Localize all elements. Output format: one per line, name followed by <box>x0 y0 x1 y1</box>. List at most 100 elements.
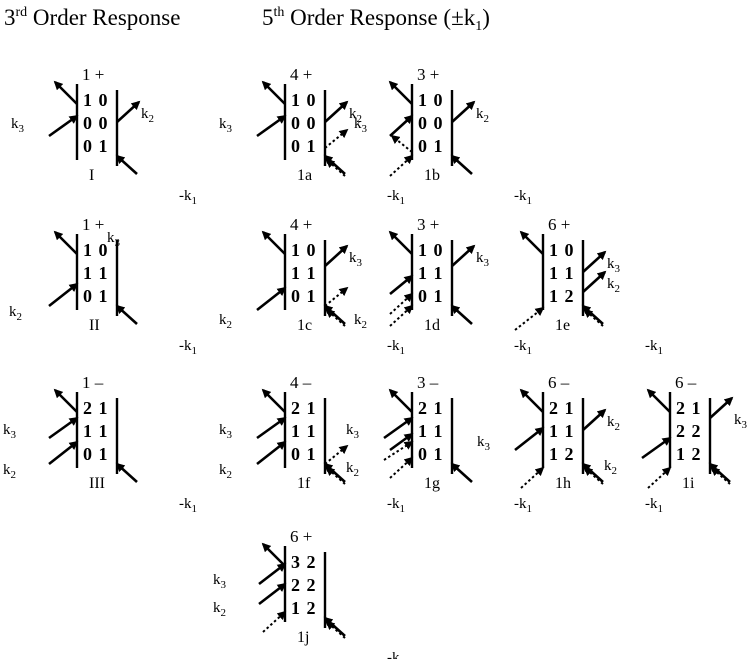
diagram-name: II <box>89 317 100 334</box>
wavevector-label-k3: k3 <box>11 116 25 135</box>
dotted-field-arrow <box>389 154 414 177</box>
field-arrow <box>450 462 473 483</box>
density-row: 0 0 <box>291 113 317 133</box>
order-label: 6 + <box>290 527 312 546</box>
order-label: 1 – <box>82 373 104 392</box>
density-row: 1 0 <box>291 90 317 110</box>
order-label: 3 + <box>417 215 439 234</box>
field-arrow <box>115 462 138 483</box>
wavevector-label-k3: k3 <box>219 422 233 441</box>
dotted-field-arrow <box>389 456 414 479</box>
field-arrow <box>450 154 473 175</box>
density-row: 1 1 <box>549 421 575 441</box>
wavevector-label-k3: k3 <box>219 116 233 135</box>
dotted-field-arrow <box>389 292 414 315</box>
density-row: 3 2 <box>291 552 317 572</box>
field-arrow <box>261 230 286 255</box>
field-arrow <box>261 80 286 105</box>
density-row: 1 2 <box>549 286 575 306</box>
field-arrow <box>261 542 286 567</box>
density-row: 1 0 <box>418 90 444 110</box>
wavevector-label-k2: k2 <box>346 460 359 479</box>
order-label: 1 + <box>82 215 104 234</box>
field-arrow <box>641 436 672 460</box>
density-row: 1 1 <box>418 263 444 283</box>
diagram-name: 1h <box>555 475 571 492</box>
field-arrow <box>646 388 671 413</box>
dotted-field-arrow <box>647 466 672 489</box>
wavevector-label-k3: k3 <box>354 116 368 135</box>
field-arrow <box>389 114 414 137</box>
wavevector-label-k2: k2 <box>604 458 617 477</box>
wavevector-label-k1: -k1 <box>387 650 405 659</box>
diagram-name: 1f <box>297 475 311 492</box>
density-row: 1 1 <box>83 263 109 283</box>
wavevector-label-k2: k2 <box>141 106 154 125</box>
field-arrow <box>519 388 544 413</box>
field-arrow <box>48 416 79 440</box>
order-label: 3 – <box>417 373 439 392</box>
field-arrow <box>582 250 607 273</box>
wavevector-label-k1: -k1 <box>387 188 405 207</box>
field-arrow <box>519 230 544 255</box>
field-arrow <box>323 462 346 483</box>
dotted-field-arrow <box>514 306 545 331</box>
density-row: 1 0 <box>291 240 317 260</box>
diagram-name: III <box>89 475 105 492</box>
density-row: 1 2 <box>291 598 317 618</box>
field-arrow <box>323 616 346 637</box>
field-arrow <box>323 304 346 325</box>
density-row: 1 1 <box>418 421 444 441</box>
dotted-field-arrow <box>262 610 287 633</box>
density-row: 1 0 <box>83 240 109 260</box>
diagram-name: 1b <box>424 167 440 184</box>
wavevector-label-k1: -k1 <box>645 496 663 515</box>
wavevector-label-k2: k2 <box>476 106 489 125</box>
density-row: 2 1 <box>549 398 575 418</box>
dotted-field-arrow <box>324 286 349 307</box>
density-row: 2 1 <box>418 398 444 418</box>
field-arrow <box>389 432 414 452</box>
diagram-name: 1e <box>555 317 570 334</box>
field-arrow <box>53 388 78 413</box>
field-arrow <box>256 286 287 312</box>
field-arrow <box>258 582 287 606</box>
field-arrow <box>451 100 476 123</box>
field-arrow <box>323 154 346 175</box>
field-arrow <box>388 230 413 255</box>
wavevector-label-k3: k3 <box>734 412 748 431</box>
wavevector-label-k1: -k1 <box>179 188 197 207</box>
field-arrow <box>388 80 413 105</box>
wavevector-label-k2: k2 <box>219 462 232 481</box>
wavevector-label-k3: k3 <box>349 250 363 269</box>
density-row: 0 1 <box>83 444 109 464</box>
wavevector-label-k1: -k1 <box>387 338 405 357</box>
density-row: 1 0 <box>418 240 444 260</box>
dotted-field-arrow <box>325 620 346 639</box>
wavevector-label-k2: k2 <box>349 106 362 125</box>
density-row: 1 2 <box>549 444 575 464</box>
order-label: 4 + <box>290 215 312 234</box>
wavevector-label-k1: -k1 <box>514 188 532 207</box>
order-label: 6 – <box>675 373 697 392</box>
density-row: 1 1 <box>291 421 317 441</box>
field-arrow <box>582 408 607 431</box>
wavevector-label-k2: k2 <box>607 276 620 295</box>
diagram-name: 1j <box>297 629 309 646</box>
wavevector-label-k1: -k1 <box>179 496 197 515</box>
field-arrow <box>581 304 604 325</box>
dotted-field-arrow <box>390 134 413 153</box>
density-row: 0 0 <box>418 113 444 133</box>
dotted-field-arrow <box>324 128 349 149</box>
diagram-name: 1c <box>297 317 312 334</box>
wavevector-label-k2: k2 <box>219 312 232 331</box>
